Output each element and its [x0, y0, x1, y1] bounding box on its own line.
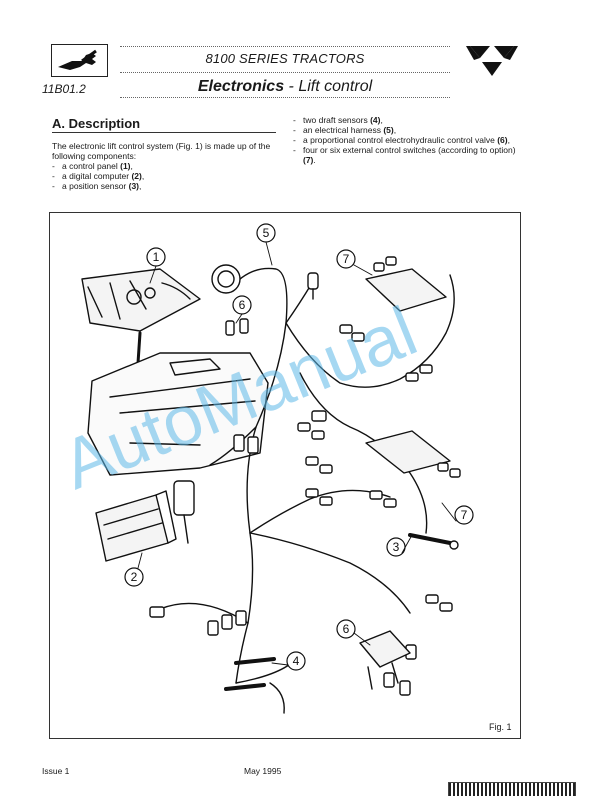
- callout-5: 5: [263, 226, 270, 240]
- callout-3: 3: [393, 540, 400, 554]
- external-switch-block-lower: [365, 430, 451, 474]
- component-text: four or six external control switches (a…: [303, 145, 516, 155]
- wrench-hand-icon: [58, 49, 97, 70]
- component-text: a control panel: [62, 161, 121, 171]
- component-text: a proportional control electrohydraulic …: [303, 135, 498, 145]
- component-text: two draft sensors: [303, 115, 371, 125]
- page-title: Electronics - Lift control: [120, 78, 450, 96]
- page-title-rest: - Lift control: [284, 78, 373, 95]
- figure-frame: 1 2 3 4 5 6 6 7 7 Fig. 1: [49, 212, 521, 739]
- draft-sensors-drawing: [224, 657, 285, 714]
- control-panel-drawing: [81, 268, 201, 332]
- component-punct: ,: [507, 135, 510, 145]
- description-heading: A. Description: [52, 116, 141, 131]
- callout-2: 2: [131, 570, 138, 584]
- footer-issue: Issue 1: [42, 766, 70, 776]
- callout-6-lower: 6: [343, 622, 350, 636]
- series-title: 8100 SERIES TRACTORS: [205, 51, 365, 66]
- callout-6-upper: 6: [239, 298, 246, 312]
- component-list-item: a position sensor (3),: [52, 181, 278, 191]
- component-list-item: four or six external control switches (a…: [293, 145, 521, 165]
- component-text: a position sensor: [62, 181, 129, 191]
- callout-4: 4: [293, 654, 300, 668]
- callout-7-upper: 7: [343, 252, 350, 266]
- figure-label: Fig. 1: [489, 722, 512, 732]
- component-ref: (4): [370, 115, 381, 125]
- component-list-item: a proportional control electrohydraulic …: [293, 135, 521, 145]
- component-list-item: two draft sensors (4),: [293, 115, 521, 125]
- callout-7-lower: 7: [461, 508, 468, 522]
- digital-computer-drawing: [95, 480, 195, 562]
- description-left-column: The electronic lift control system (Fig.…: [52, 141, 278, 191]
- header-rule-middle: [120, 72, 450, 73]
- callout-1: 1: [153, 250, 160, 264]
- component-text: a digital computer: [62, 171, 132, 181]
- component-ref: (7): [303, 155, 314, 165]
- control-valve-drawing: [359, 630, 411, 690]
- component-ref: (3): [128, 181, 140, 191]
- description-intro: The electronic lift control system (Fig.…: [52, 141, 271, 161]
- component-list-item: a digital computer (2),: [52, 171, 278, 181]
- component-ref: (6): [497, 135, 508, 145]
- component-list-item: an electrical harness (5),: [293, 125, 521, 135]
- component-punct: .: [313, 155, 316, 165]
- component-punct: ,: [393, 125, 397, 135]
- component-punct: ,: [380, 115, 383, 125]
- component-punct: ,: [139, 181, 142, 191]
- console-body-drawing: [87, 352, 269, 476]
- header-rule-bottom: [120, 97, 450, 98]
- external-switch-block-upper: [365, 268, 447, 312]
- section-code: 11B01.2: [42, 82, 86, 96]
- page-title-bold: Electronics: [197, 78, 285, 95]
- header-rule-top: [120, 46, 450, 47]
- component-list-item: a control panel (1),: [52, 161, 278, 171]
- component-list-right: two draft sensors (4),an electrical harn…: [293, 115, 521, 165]
- description-rule: [52, 132, 276, 133]
- component-ref: (2): [131, 171, 142, 181]
- component-ref: (5): [383, 125, 394, 135]
- component-punct: ,: [141, 171, 145, 181]
- wiring-diagram: 1 2 3 4 5 6 6 7 7: [81, 223, 474, 714]
- contents-tab[interactable]: [448, 782, 576, 796]
- position-sensor-drawing: [408, 533, 459, 550]
- component-list-left: a control panel (1),a digital computer (…: [52, 161, 278, 191]
- component-text: an electrical harness: [303, 125, 384, 135]
- component-ref: (1): [120, 161, 131, 171]
- footer-date: May 1995: [244, 766, 282, 776]
- description-right-column: two draft sensors (4),an electrical harn…: [293, 115, 521, 165]
- component-punct: ,: [130, 161, 133, 171]
- triple-triangle-brand-icon: [466, 46, 518, 76]
- section-logo-box: [51, 44, 108, 77]
